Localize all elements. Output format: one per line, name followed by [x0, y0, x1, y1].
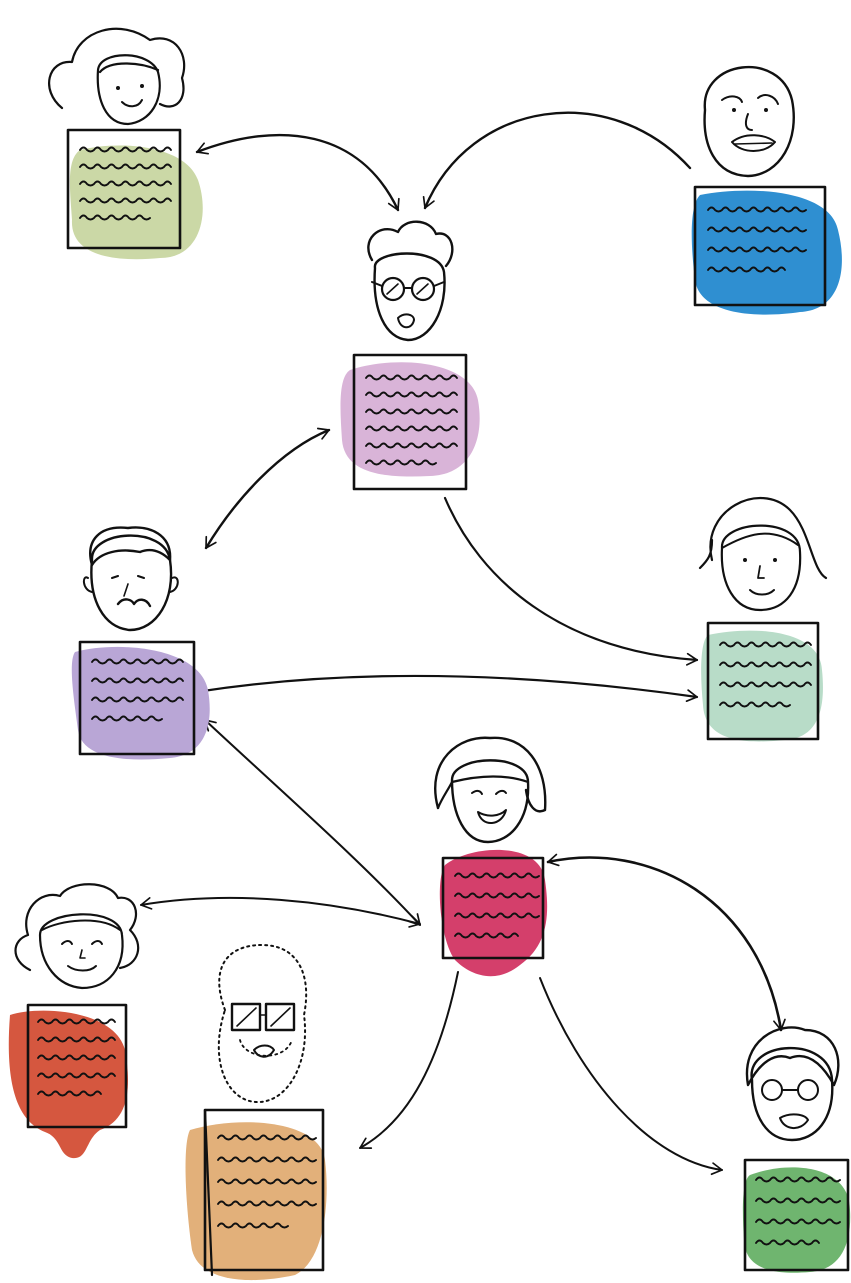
scribble-line — [37, 1054, 116, 1061]
doc-color-blob — [8, 1010, 129, 1159]
scribble-line — [365, 391, 458, 398]
scribble-line — [91, 715, 163, 722]
scribble-line — [454, 872, 540, 879]
scribble-line — [719, 641, 812, 648]
scribble-line — [719, 681, 812, 688]
edge-glasses-person-long-hair-woman — [443, 496, 699, 666]
scribble-text-lines — [79, 146, 172, 221]
scribble-line — [755, 1176, 841, 1183]
doc-color-blob — [340, 362, 480, 477]
scribble-text-lines — [454, 872, 540, 939]
scribble-line — [79, 214, 151, 221]
doc-color-blob — [185, 1122, 327, 1281]
node-long-hair-woman — [698, 497, 828, 742]
connection-arrows — [140, 111, 786, 1176]
document-card — [742, 1158, 851, 1273]
scribble-text-lines — [37, 1018, 116, 1097]
woman-curly-hair-icon — [48, 27, 186, 126]
document-card — [439, 849, 548, 977]
edge-glasses-person-curly-hair-woman — [195, 133, 400, 212]
edge-mustache-man-long-hair-woman — [194, 674, 699, 703]
document-card — [8, 1003, 129, 1159]
scribble-text-lines — [217, 1134, 317, 1229]
document-card — [66, 128, 203, 260]
scribble-line — [217, 1156, 317, 1163]
doc-color-blob — [439, 849, 548, 977]
woman-long-hair-icon — [698, 497, 828, 612]
bald-man-icon — [703, 66, 795, 178]
document-card — [340, 353, 480, 491]
scribble-line — [37, 1018, 116, 1025]
woman-bob-hair-icon — [434, 736, 547, 844]
edge-bob-hair-woman-glasses-man-lower — [539, 977, 723, 1176]
document-card — [691, 185, 842, 315]
scribble-text-lines — [91, 658, 184, 722]
node-mustache-man — [71, 526, 210, 760]
scribble-line — [217, 1200, 317, 1207]
scribble-line — [719, 701, 791, 708]
document-card — [701, 621, 823, 742]
scribble-line — [707, 266, 786, 273]
scribble-line — [217, 1134, 317, 1141]
node-bearded-man — [185, 944, 327, 1281]
scribble-line — [365, 374, 458, 381]
document-card — [185, 1108, 327, 1281]
scribble-line — [79, 146, 172, 153]
scribble-line — [217, 1222, 289, 1229]
document-card — [71, 640, 210, 760]
scribble-line — [37, 1090, 102, 1097]
scribble-text-lines — [707, 206, 807, 273]
edge-glasses-person-mustache-man — [204, 427, 331, 550]
node-bald-man — [691, 66, 842, 315]
scribble-line — [37, 1036, 116, 1043]
scribble-line — [454, 932, 519, 939]
scribble-line — [365, 459, 437, 466]
woman-wavy-hair-icon — [14, 883, 140, 990]
scribble-text-lines — [719, 641, 812, 708]
doc-color-blob — [691, 190, 842, 315]
node-bob-hair-woman — [434, 736, 548, 977]
scribble-line — [217, 1178, 317, 1185]
scribble-text-lines — [365, 374, 458, 466]
scribble-line — [719, 661, 812, 668]
scribble-line — [91, 696, 184, 703]
node-curly-hair-woman — [48, 27, 203, 260]
scribble-line — [707, 206, 807, 213]
scribble-line — [707, 226, 807, 233]
bearded-man-sunglasses-icon — [217, 944, 308, 1104]
doc-color-blob — [742, 1167, 851, 1273]
scribble-line — [79, 197, 172, 204]
man-glasses-icon — [745, 1026, 840, 1142]
edge-bob-hair-woman-glasses-man — [546, 853, 786, 1032]
node-wavy-hair-woman — [8, 883, 140, 1159]
scribble-line — [91, 677, 184, 684]
scribble-line — [365, 408, 458, 415]
scribble-line — [91, 658, 184, 665]
node-glasses-man — [742, 1026, 851, 1273]
scribble-line — [365, 425, 458, 432]
scribble-text-lines — [755, 1176, 841, 1246]
scribble-line — [454, 912, 540, 919]
edge-bald-man-glasses-person — [422, 111, 692, 210]
edge-bob-hair-woman-bearded-man — [359, 971, 459, 1149]
scribble-line — [365, 442, 458, 449]
scribble-line — [755, 1197, 841, 1204]
doc-color-blob — [71, 646, 210, 760]
doc-color-blob — [69, 145, 203, 260]
scribble-line — [755, 1218, 841, 1225]
edge-bob-hair-woman-wavy-hair-woman — [140, 896, 421, 928]
scribble-line — [755, 1239, 820, 1246]
node-glasses-person — [340, 220, 480, 491]
scribble-line — [79, 180, 172, 187]
edge-mustache-man-bob-hair-woman — [204, 719, 421, 926]
scribble-line — [37, 1072, 116, 1079]
scribble-line — [707, 246, 807, 253]
scribble-line — [454, 892, 540, 899]
person-round-glasses-icon — [367, 220, 454, 342]
mustache-man-icon — [82, 526, 179, 632]
scribble-line — [79, 163, 172, 170]
